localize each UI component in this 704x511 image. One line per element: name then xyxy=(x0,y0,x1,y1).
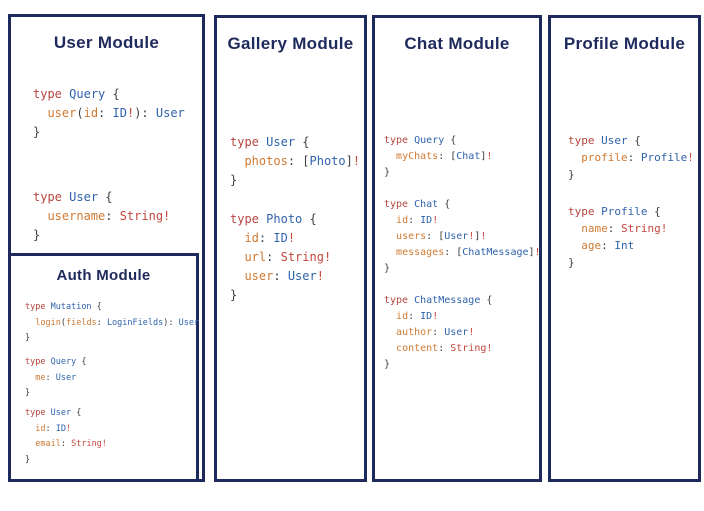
module-title-user: User Module xyxy=(53,33,160,52)
graphql-code-block: type Photo { id: ID! url: String! user: … xyxy=(230,212,332,302)
module-title-auth: Auth Module xyxy=(56,267,151,284)
module-title-chat: Chat Module xyxy=(404,34,510,53)
graphql-code-block: type Profile { name: String! age: Int} xyxy=(568,205,668,269)
graphql-code-block: type User { profile: Profile!} xyxy=(568,134,694,181)
graphql-code-block: type Chat { id: ID! users: [User!]! mess… xyxy=(384,199,541,274)
graphql-code-block: type User { id: ID! email: String!} xyxy=(25,408,107,465)
module-title-gallery: Gallery Module xyxy=(227,34,354,53)
graphql-code-block: type User { photos: [Photo]!} xyxy=(230,135,361,187)
module-box-gallery: Gallery Module type User { photos: [Phot… xyxy=(214,15,367,482)
module-title-profile: Profile Module xyxy=(563,34,686,53)
graphql-code-block: type ChatMessage { id: ID! author: User!… xyxy=(384,295,493,370)
module-box-chat: Chat Module type Query { myChats: [Chat]… xyxy=(372,15,542,482)
graphql-code-block: type User { username: String!} xyxy=(33,190,171,242)
module-box-profile: Profile Module type User { profile: Prof… xyxy=(548,15,701,482)
graphql-code-block: type Query { me: User} xyxy=(25,357,87,398)
graphql-code-block: type Query { user(id: ID!): User} xyxy=(33,87,185,139)
module-box-auth: Auth Module type Mutation { login(fields… xyxy=(8,253,199,482)
graphql-code-block: type Query { myChats: [Chat]!} xyxy=(384,135,493,178)
graphql-code-block: type Mutation { login(fields: LoginField… xyxy=(25,302,200,343)
